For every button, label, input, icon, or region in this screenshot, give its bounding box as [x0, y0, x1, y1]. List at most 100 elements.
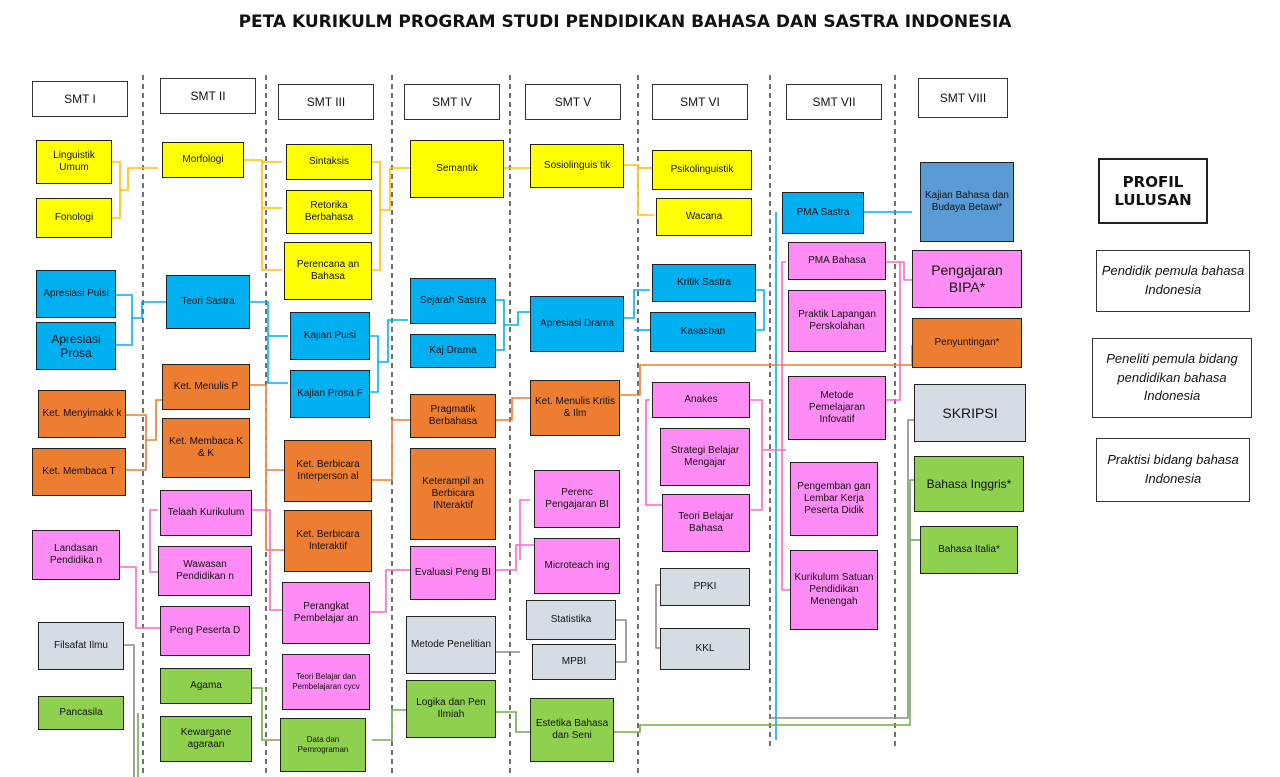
course-metode-penelitian[interactable]: Metode Penelitian	[406, 616, 496, 674]
link-blue-7	[496, 299, 505, 351]
link-yellow-2	[120, 167, 158, 191]
link-blue-6	[378, 319, 408, 363]
course-strategi-belajar[interactable]: Strategi Belajar Mengajar	[660, 428, 750, 486]
link-pink-4	[370, 569, 410, 613]
link-blue-2	[132, 301, 166, 319]
link-orange-6	[496, 397, 530, 421]
link-blue-1	[116, 294, 133, 346]
link-grey-4	[655, 584, 660, 649]
semester-header-4: SMT IV	[404, 84, 500, 120]
course-psikolinguistik[interactable]: Psikolinguistik	[652, 150, 752, 190]
course-sejarah-sastra[interactable]: Sejarah Sastra	[410, 278, 496, 324]
course-skripsi[interactable]: SKRIPSI	[914, 384, 1026, 442]
course-ket-membaca-kk[interactable]: Ket. Membaca K & K	[162, 418, 250, 478]
course-pragmatik[interactable]: Pragmatik Berbahasa	[410, 394, 496, 438]
course-wacana[interactable]: Wacana	[656, 198, 752, 236]
course-evaluasi-peng-bi[interactable]: Evaluasi Peng BI	[410, 546, 496, 600]
course-kajian-bahasa-betawi[interactable]: Kajian Bahasa dan Budaya Betawi*	[920, 162, 1014, 242]
course-sintaksis[interactable]: Sintaksis	[286, 144, 372, 180]
link-pink-10	[781, 261, 790, 591]
course-pma-bahasa[interactable]: PMA Bahasa	[788, 242, 886, 280]
link-pink-8	[750, 399, 763, 511]
course-estetika[interactable]: Estetika Bahasa dan Seni	[530, 698, 614, 762]
link-green-5	[614, 479, 914, 733]
course-ket-menulis-p[interactable]: Ket. Menulis P	[162, 364, 250, 410]
course-penyuntingan[interactable]: Penyuntingan*	[912, 318, 1022, 368]
course-microteaching[interactable]: Microteach ing	[534, 538, 620, 594]
profil-lulusan-title: PROFIL LULUSAN	[1098, 158, 1208, 224]
course-kajian-prosa[interactable]: Kajian Prosa F	[290, 370, 370, 418]
course-praktik-lapangan[interactable]: Praktik Lapangan Perskolahan	[788, 290, 886, 352]
page-title: PETA KURIKULM PROGRAM STUDI PENDIDIKAN B…	[238, 12, 1012, 32]
course-statistika[interactable]: Statistika	[526, 600, 616, 640]
course-ket-berbicara-interpersonal[interactable]: Ket. Berbicara Interperson al	[284, 440, 372, 502]
course-apresiasi-prosa[interactable]: Apresiasi Prosa	[36, 322, 116, 370]
course-retorika[interactable]: Retorika Berbahasa	[286, 190, 372, 234]
course-semantik[interactable]: Semantik	[410, 140, 504, 198]
course-kritik-sastra[interactable]: Kritik Sastra	[652, 264, 756, 302]
link-pink-2	[149, 509, 158, 573]
course-fonologi[interactable]: Fonologi	[36, 198, 112, 238]
semester-header-8: SMT VIII	[918, 78, 1008, 118]
course-agama[interactable]: Agama	[160, 668, 252, 704]
course-bahasa-inggris[interactable]: Bahasa Inggris*	[914, 456, 1024, 512]
link-pink-1	[120, 566, 160, 629]
profil-item-3: Praktisi bidang bahasa Indonesia	[1096, 438, 1250, 502]
course-landasan-pendidikan[interactable]: Landasan Pendidika n	[32, 530, 120, 580]
course-bahasa-italia[interactable]: Bahasa Italia*	[920, 526, 1018, 574]
course-pancasila[interactable]: Pancasila	[38, 696, 124, 730]
link-pink-7	[645, 399, 662, 506]
course-wawasan-pendidikan[interactable]: Wawasan Pendidikan n	[158, 546, 252, 596]
course-perenc-pengajaran-bi[interactable]: Perenc Pengajaran BI	[534, 470, 620, 528]
course-linguistik-umum[interactable]: Linguistik Umum	[36, 140, 112, 184]
link-orange-2	[146, 399, 162, 441]
course-telaah-kurikulum[interactable]: Telaah Kurikulum	[160, 490, 252, 536]
course-sosiolinguistik[interactable]: Sosiolinguis tik	[530, 144, 624, 188]
link-yellow-6	[372, 161, 381, 271]
course-kurikulum-satuan[interactable]: Kurikulum Satuan Pendidikan Menengah	[790, 550, 878, 630]
course-ppki[interactable]: PPKI	[660, 568, 750, 606]
link-orange-3	[250, 384, 284, 551]
course-teori-belajar-pembelajaran[interactable]: Teori Belajar dan Pembelajaran cycv	[282, 654, 370, 710]
course-kewarganegaraan[interactable]: Kewargane agaraan	[160, 716, 252, 762]
course-data-pemrograman[interactable]: Data dan Pemrograman	[280, 718, 366, 772]
course-metode-pemelajaran[interactable]: Metode Pemelajaran Infovatif	[788, 376, 886, 440]
course-pengajaran-bipa[interactable]: Pengajaran BIPA*	[912, 250, 1022, 308]
course-peng-peserta-d[interactable]: Peng Peserta D	[160, 606, 250, 656]
link-grey-3	[616, 619, 627, 663]
course-kajian-puisi[interactable]: Kajian Puisi	[290, 312, 370, 360]
course-apresiasi-drama[interactable]: Apresiasi Drama	[530, 296, 624, 352]
course-ket-membaca-t[interactable]: Ket. Membaca T	[32, 448, 126, 496]
semester-header-6: SMT VI	[652, 84, 748, 120]
course-keterampilan-berbicara[interactable]: Keterampil an Berbicara INteraktif	[410, 448, 496, 540]
course-ket-menyimak[interactable]: Ket. Menyimakk k	[38, 390, 126, 438]
link-yellow-9	[624, 164, 654, 216]
course-ket-berbicara-interaktif[interactable]: Ket. Berbicara Interaktif	[284, 510, 372, 572]
course-perangkat-pembelajaran[interactable]: Perangkat Pembelajar an	[282, 582, 370, 644]
link-blue-9	[624, 289, 650, 319]
course-anakes[interactable]: Anakes	[652, 382, 750, 418]
course-pma-sastra[interactable]: PMA Sastra	[782, 192, 864, 234]
link-grey-1	[124, 644, 135, 777]
link-orange-5	[372, 419, 410, 481]
course-apresiasi-puisi[interactable]: Apresiasi Puisi	[36, 270, 116, 318]
course-pengembangan-lembar[interactable]: Pengemban gan Lembar Kerja Peserta Didik	[790, 462, 878, 536]
course-filsafat-ilmu[interactable]: Filsafat Ilmu	[38, 622, 124, 670]
profil-item-1: Pendidik pemula bahasa Indonesia	[1096, 250, 1250, 312]
course-ket-menulis-kritis[interactable]: Ket. Menulis Kritis & Ilm	[530, 380, 620, 436]
course-perencanaan-bahasa[interactable]: Perencana an Bahasa	[284, 242, 372, 300]
course-logika-pen-ilmiah[interactable]: Logika dan Pen Ilmiah	[406, 680, 496, 738]
course-mpbi[interactable]: MPBI	[532, 644, 616, 680]
semester-header-1: SMT I	[32, 81, 128, 117]
link-yellow-1	[112, 161, 121, 219]
link-green-2	[252, 687, 280, 741]
course-kkl[interactable]: KKL	[660, 628, 750, 670]
link-green-3	[372, 709, 408, 741]
course-teori-sastra[interactable]: Teori Sastra	[166, 275, 250, 329]
course-kasasban[interactable]: Kasasban	[650, 312, 756, 352]
course-morfologi[interactable]: Morfologi	[162, 142, 244, 178]
link-grey-5	[770, 419, 914, 719]
profil-item-2: Peneliti pemula bidang pendidikan bahasa…	[1092, 338, 1252, 418]
course-kaj-drama[interactable]: Kaj Drama	[410, 334, 496, 368]
course-teori-belajar-bahasa[interactable]: Teori Belajar Bahasa	[662, 494, 750, 552]
